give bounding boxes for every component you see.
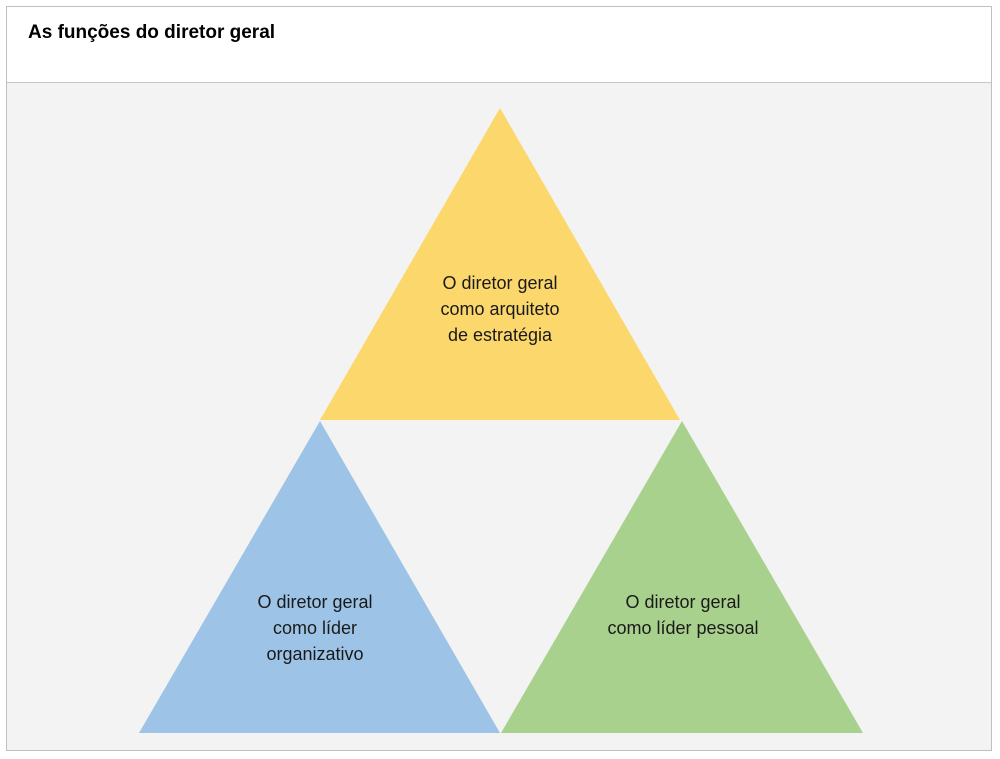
label-organizational-leader: O diretor geral como líder organizativo: [257, 592, 373, 664]
header-bar: As funções do diretor geral: [7, 7, 991, 83]
triangle-strategy-architect: [320, 108, 680, 420]
label-strategy-architect: O diretor geral como arquiteto de estrat…: [440, 273, 560, 345]
label-personal-leader: O diretor geral como líder pessoal: [607, 592, 759, 638]
diagram-title: As funções do diretor geral: [28, 22, 276, 43]
triangle-organizational-leader: [139, 421, 500, 733]
triangle-personal-leader: [501, 421, 863, 733]
